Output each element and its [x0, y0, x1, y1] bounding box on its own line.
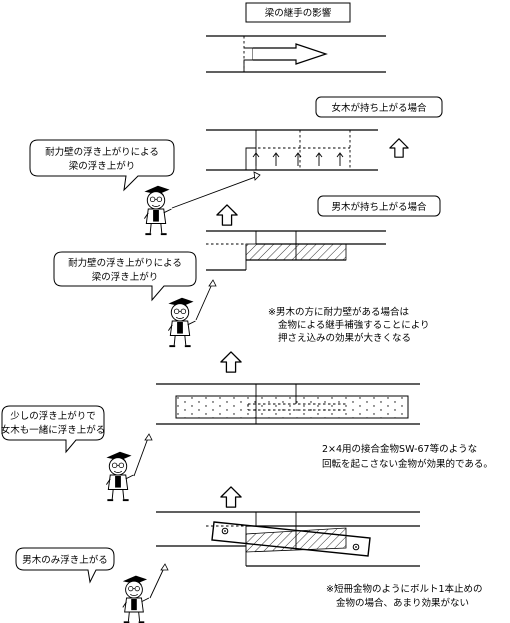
sw67-connector-plate: [175, 395, 409, 419]
pointer-stick: [149, 567, 165, 599]
note-3-line-2: 金物の場合、あまり効果がない: [336, 597, 469, 609]
panel-4-beam: [156, 383, 420, 425]
teacher-figure-icon: [143, 184, 173, 236]
case-a-label: 女木が持ち上がる場合: [331, 102, 427, 114]
speech-bubble-3: 少しの浮き上がりで 女木も一緒に浮き上がる: [1, 405, 106, 454]
bubble-1-line-1: 耐力壁の浮き上がりによる: [45, 146, 159, 158]
note-1: ※男木の方に耐力壁がある場合は 金物による継手補強することにより 押さえ込みの効…: [268, 306, 430, 344]
panel-1-joint: [206, 35, 386, 73]
note-1-line-1: ※男木の方に耐力壁がある場合は: [268, 306, 409, 318]
note-1-line-3: 押さえ込みの効果が大きくなる: [278, 332, 411, 344]
title: 梁の継手の影響: [265, 7, 332, 19]
bubble-4-line-1: 男木のみ浮き上がる: [22, 554, 108, 566]
bubble-3-line-2: 女木も一緒に浮き上がる: [1, 424, 106, 436]
speech-bubble-2: 耐力壁の浮き上がりによる 梁の浮き上がり: [53, 251, 197, 302]
teacher-figure-icon: [121, 574, 150, 623]
bubble-1-line-2: 梁の浮き上がり: [69, 160, 136, 172]
panel-2-beam: [206, 129, 378, 171]
lift-arrows: [252, 152, 344, 166]
note-2-line-1: 2×4用の接合金物SW-67等のような: [322, 443, 477, 455]
case-b-label-box: 男木が持ち上がる場合: [317, 195, 441, 217]
up-arrow-icon: [220, 351, 242, 373]
teacher-figure-icon: [167, 296, 197, 348]
bubble-2-line-1: 耐力壁の浮き上がりによる: [68, 257, 182, 269]
up-arrow-icon: [216, 204, 238, 226]
case-a-label-box: 女木が持ち上がる場合: [315, 96, 443, 118]
note-3: ※短冊金物のようにボルト1本止めの 金物の場合、あまり効果がない: [326, 583, 483, 609]
teacher-figure-icon: [105, 450, 135, 502]
note-2-line-2: 回転を起こさない金物が効果的である。: [322, 458, 493, 470]
note-2: 2×4用の接合金物SW-67等のような 回転を起こさない金物が効果的である。: [322, 443, 493, 470]
note-3-line-1: ※短冊金物のようにボルト1本止めの: [326, 583, 483, 595]
bubble-2-line-2: 梁の浮き上がり: [92, 271, 159, 283]
pointer-stick: [171, 175, 259, 209]
title-box: 梁の継手の影響: [245, 2, 351, 23]
speech-bubble-1: 耐力壁の浮き上がりによる 梁の浮き上がり: [29, 139, 175, 192]
panel-5-beam: [156, 511, 420, 567]
note-1-line-2: 金物による継手補強することにより: [278, 319, 430, 331]
bubble-3-line-1: 少しの浮き上がりで: [10, 410, 96, 422]
pointer-stick: [195, 283, 213, 321]
strap-plate: [211, 521, 371, 557]
panel-3-beam: [206, 230, 386, 271]
pointer-stick: [133, 437, 149, 477]
case-b-label: 男木が持ち上がる場合: [331, 201, 427, 213]
speech-bubble-4: 男木のみ浮き上がる: [15, 547, 115, 584]
up-arrow-icon: [220, 486, 242, 508]
slide-arrow: [253, 43, 328, 65]
up-arrow-icon: [389, 138, 409, 158]
